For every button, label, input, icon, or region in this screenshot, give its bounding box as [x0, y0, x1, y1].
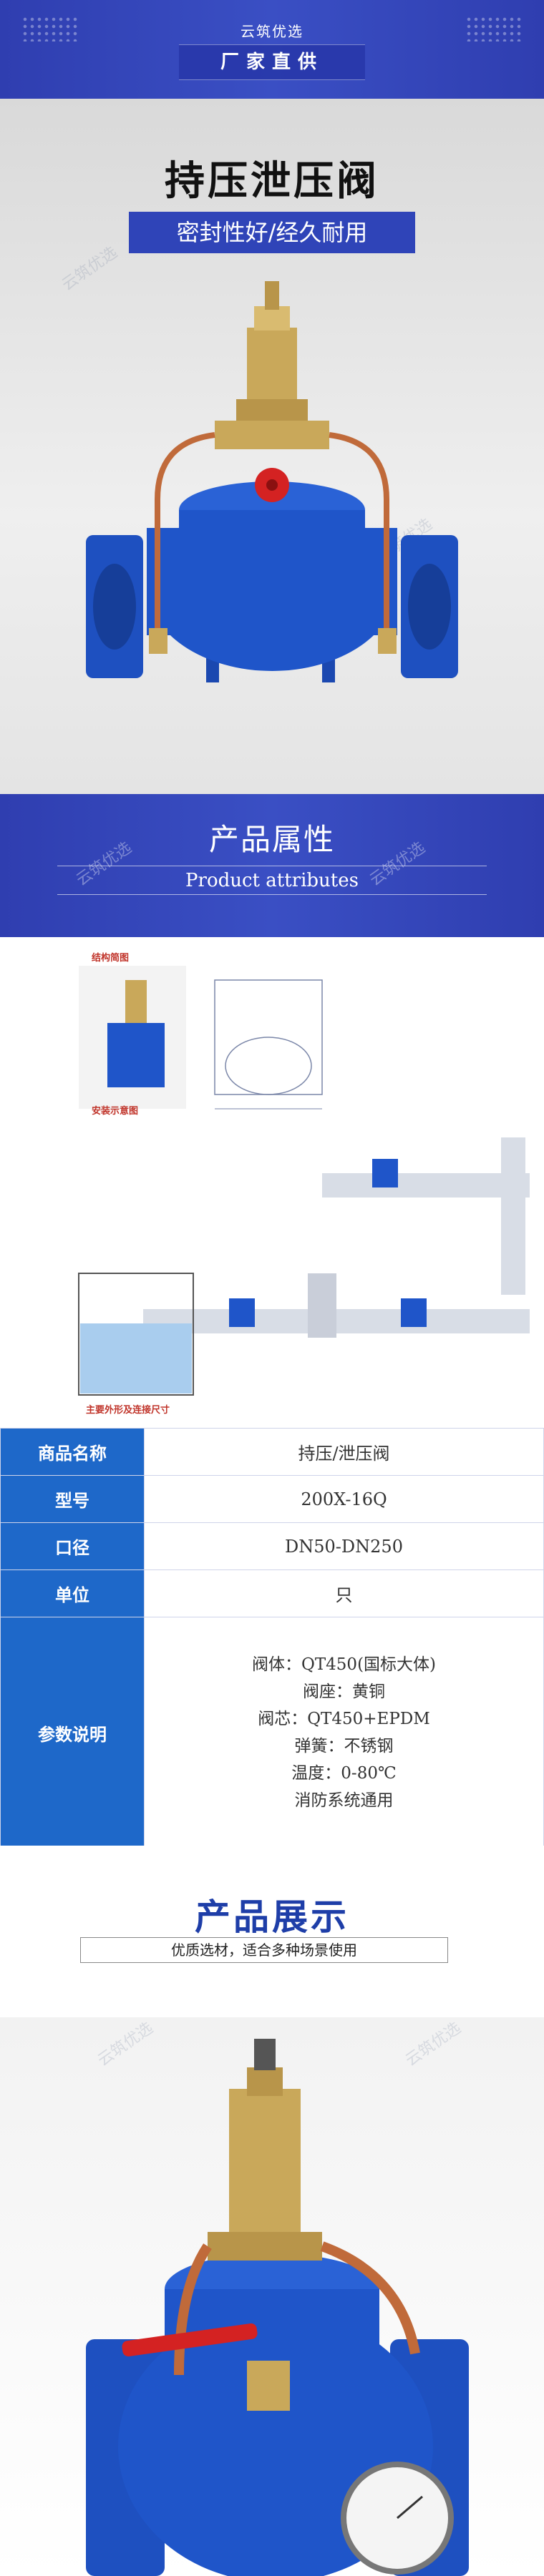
spec-value-params: 阀体：QT450(国标大体) 阀座：黄铜 阀芯：QT450+EPDM 弹簧：不锈…	[144, 1617, 544, 1848]
param-line: 阀座：黄铜	[303, 1683, 385, 1701]
spec-table: 商品名称 持压/泄压阀 型号 200X-16Q 口径 DN50-DN250 单位…	[0, 1428, 544, 1848]
showcase-header: 产品展示 优质选材，适合多种场景使用	[0, 1846, 544, 2017]
showcase-subtitle: 优质选材，适合多种场景使用	[171, 1941, 357, 1959]
divider	[57, 894, 487, 895]
spec-value: 持压/泄压阀	[144, 1428, 544, 1476]
spec-key: 型号	[0, 1475, 145, 1523]
table-row: 商品名称 持压/泄压阀	[0, 1428, 544, 1476]
spec-value: DN50-DN250	[144, 1522, 544, 1570]
spec-value: 只	[144, 1569, 544, 1617]
param-line: 阀体：QT450(国标大体)	[251, 1655, 437, 1674]
spec-value: 200X-16Q	[144, 1475, 544, 1523]
param-line: 阀芯：QT450+EPDM	[258, 1710, 430, 1728]
attributes-banner: 云筑优选 云筑优选 产品属性 Product attributes	[0, 794, 544, 937]
attributes-subtitle: Product attributes	[185, 870, 359, 891]
header-banner: 云筑优选 厂家直供	[0, 0, 544, 99]
spec-key: 参数说明	[0, 1617, 145, 1848]
hero-subtitle-box: 密封性好/经久耐用	[129, 212, 415, 253]
param-line: 弹簧：不锈钢	[294, 1737, 394, 1755]
param-line: 温度：0-80℃	[291, 1764, 397, 1783]
spec-key: 单位	[0, 1569, 145, 1617]
diagram-label-dims: 主要外形及连接尺寸	[86, 1405, 170, 1416]
table-row: 参数说明 阀体：QT450(国标大体) 阀座：黄铜 阀芯：QT450+EPDM …	[0, 1617, 544, 1848]
spec-key: 商品名称	[0, 1428, 145, 1476]
showcase-title: 产品展示	[195, 1896, 349, 1938]
hero-subtitle: 密封性好/经久耐用	[176, 219, 368, 246]
tagline-box: 厂家直供	[179, 44, 365, 80]
table-row: 型号 200X-16Q	[0, 1475, 544, 1523]
spec-key: 口径	[0, 1522, 145, 1570]
diagram-section: 结构简图 安装示意图 主要外形及连接尺寸	[0, 937, 544, 1428]
valve-product-image	[86, 281, 458, 682]
valve-closeup-image	[86, 2039, 469, 2576]
table-row: 单位 只	[0, 1569, 544, 1617]
param-line: 消防系统通用	[294, 1791, 394, 1810]
tagline: 厂家直供	[220, 52, 324, 73]
diagram-label-install: 安装示意图	[92, 1106, 139, 1117]
hero-title: 持压泄压阀	[165, 158, 379, 205]
technical-diagram	[78, 966, 530, 1396]
diagram-label-structure: 结构简图	[92, 953, 130, 964]
hero-section: 持压泄压阀 密封性好/经久耐用 云筑优选 云筑优选	[0, 99, 544, 794]
attributes-title: 产品属性	[208, 822, 335, 857]
brand-name: 云筑优选	[241, 23, 303, 40]
showcase-photo: 云筑优选 云筑优选	[0, 2017, 544, 2576]
table-row: 口径 DN50-DN250	[0, 1522, 544, 1570]
showcase-subtitle-box: 优质选材，适合多种场景使用	[80, 1937, 448, 1963]
